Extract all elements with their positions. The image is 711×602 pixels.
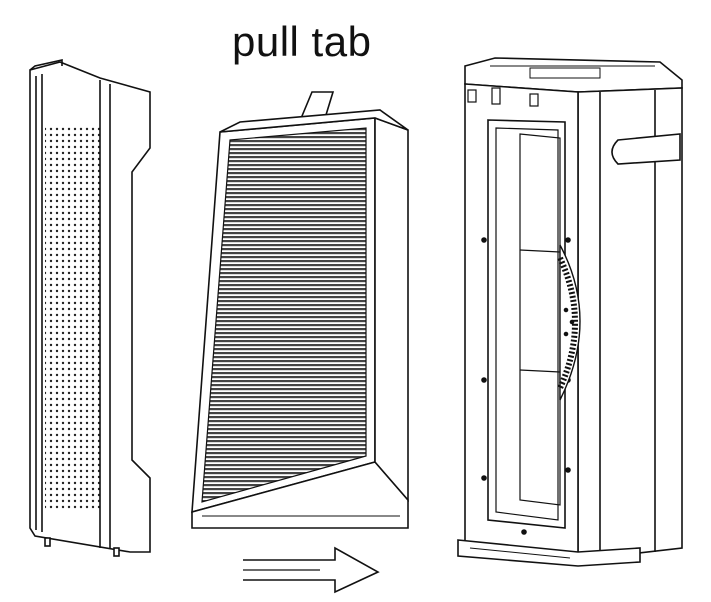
direction-arrow-icon <box>243 546 380 594</box>
filter-media <box>201 127 367 503</box>
front-cover <box>29 59 151 557</box>
fan-icon <box>557 244 581 401</box>
grille-dots <box>45 125 100 510</box>
pull-tab-label: pull tab <box>232 18 372 65</box>
control-button-3 <box>529 93 539 107</box>
handle <box>611 133 681 165</box>
filter <box>191 91 409 529</box>
purifier-body <box>457 57 683 567</box>
control-button-1 <box>467 89 477 103</box>
control-button-2 <box>491 87 501 105</box>
